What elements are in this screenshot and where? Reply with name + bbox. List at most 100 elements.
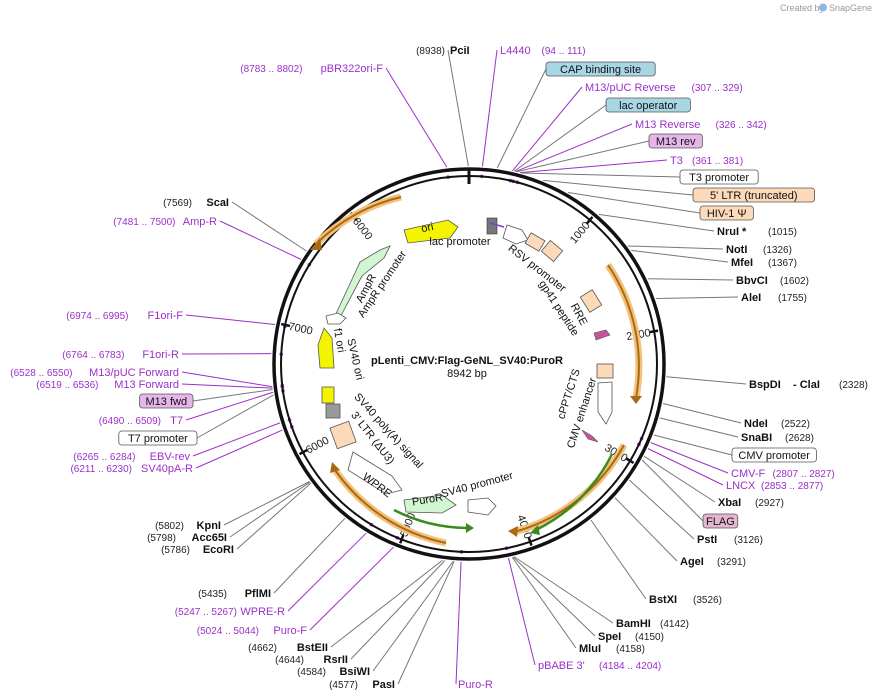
leader-line [653,434,733,456]
site-puro-f[interactable]: Puro-F(5024 .. 5044) [197,625,308,637]
site-cmv-f[interactable]: CMV-F(2807 .. 2827) [731,468,835,480]
site-pbabe-3[interactable]: pBABE 3'(4184 .. 4204) [538,660,661,672]
site-t3[interactable]: T3(361 .. 381) [670,155,743,167]
site-bstxi[interactable]: BstXI(3526) [649,594,722,606]
site-pbr322ori-f[interactable]: pBR322ori-F(8783 .. 8802) [240,63,383,75]
feature-box [679,169,759,185]
leader-line [219,220,302,260]
feature-box-label: CAP binding site [560,64,641,76]
site-name: Acc65I [192,532,227,544]
sv40-promoter-arrow [467,497,497,516]
site-sv40pa-r[interactable]: SV40pA-R(6211 .. 6230) [70,463,193,475]
leader-line [496,68,547,169]
site-f1ori-f[interactable]: F1ori-F(6974 .. 6995) [66,310,183,322]
site-t3-promoter[interactable]: T3 promoter [679,169,759,185]
site-m13-fwd[interactable]: M13 fwd [139,393,194,409]
site-alei[interactable]: AleI(1755) [741,292,807,304]
site-name: T3 [670,155,683,167]
site-kpni[interactable]: KpnI(5802) [155,520,221,532]
site-f1ori-r[interactable]: F1ori-R(6764 .. 6783) [62,349,179,361]
site-amp-r[interactable]: Amp-R(7481 .. 7500) [113,216,217,228]
site-bsteii[interactable]: BstEII(4662) [248,642,328,654]
leader-line [481,49,498,167]
ruler-tick [280,322,291,328]
leader-line [598,213,715,232]
site-position: (6519 .. 6536) [36,380,98,391]
ltr3-box [329,420,357,450]
site-lac-operator[interactable]: lac operator [605,97,691,113]
ruler-tick [399,534,405,544]
leader-line [192,389,273,402]
site-psti[interactable]: PstI(3126) [697,534,763,546]
site-name: M13/pUC Forward [89,367,179,379]
site-name: M13/pUC Reverse [585,82,675,94]
leader-line [659,417,739,438]
site-name: NruI * [717,226,747,238]
site-name: Amp-R [183,216,217,228]
site-position: (5802) [155,521,184,532]
site-wpre-r[interactable]: WPRE-R(5247 .. 5267) [175,606,285,618]
site-cmv-promoter[interactable]: CMV promoter [731,447,817,463]
site-ndei[interactable]: NdeI(2522) [744,418,810,430]
leader-line [273,517,346,594]
site-mlui[interactable]: MluI(4158) [579,643,645,655]
site-xbai[interactable]: XbaI(2927) [718,497,784,509]
site-t7-promoter[interactable]: T7 promoter [118,430,198,446]
leader-line [666,376,747,385]
feature-label-sv40-ori: SV40 ori [344,337,365,381]
site-5-ltr-truncated[interactable]: 5' LTR (truncated) [692,187,815,203]
site-rsrii[interactable]: RsrII(4644) [275,654,348,666]
site-pflmi[interactable]: PflMI(5435) [198,588,271,600]
site-name: AleI [741,292,761,304]
leader-lines [181,49,747,685]
site-puro-r[interactable]: Puro-R(4528 .. 4547) [458,679,566,691]
site-t7[interactable]: T7(6490 .. 6509) [99,415,183,427]
leader-line [662,402,742,424]
backbone-outer-strand [272,167,666,561]
site-hiv-1[interactable]: HIV-1 Ψ [699,205,754,221]
site-name: BamHI [616,618,651,630]
site-lncx[interactable]: LNCX(2853 .. 2877) [726,480,823,492]
site-m13-forward[interactable]: M13 Forward(6519 .. 6536) [36,379,179,391]
lac-promoter-arrow [502,224,529,245]
leader-line [231,201,307,252]
site-m13-reverse[interactable]: M13 Reverse(326 .. 342) [635,119,767,131]
leader-line [455,561,462,685]
site-acc65i[interactable]: Acc65I(5798) [147,532,227,544]
site-name: F1ori-F [148,310,184,322]
site-flag[interactable]: FLAG [702,513,739,529]
site-m13-rev[interactable]: M13 rev [648,133,703,149]
site-bsiwi[interactable]: BsiWI(4584) [297,666,370,678]
site-nrui[interactable]: NruI * (1015) [717,226,797,238]
site-l4440[interactable]: L4440(94 .. 111) [500,45,586,57]
site-mfei[interactable]: MfeI(1367) [731,257,797,269]
site-position: (1015) [768,227,797,238]
site-scai[interactable]: ScaI(7569) [163,197,229,209]
site-snabi[interactable]: SnaBI(2628) [741,432,814,444]
feature-box [699,205,754,221]
site-name: T7 [170,415,183,427]
site-pasi[interactable]: PasI(4577) [329,679,395,691]
green-arc-puro-arrow-icon [466,523,474,533]
site-bamhi[interactable]: BamHI(4142) [616,618,689,630]
site-ecori[interactable]: EcoRI(5786) [161,544,234,556]
site-noti[interactable]: NotI(1326) [726,244,792,256]
leader-line [511,556,577,649]
site-agei[interactable]: AgeI(3291) [680,556,746,568]
site-m13-puc-forward[interactable]: M13/pUC Forward(6528 .. 6550) [10,367,179,379]
site-bbvci[interactable]: BbvCI(1602) [736,275,809,287]
feature-box [118,430,198,446]
site-position: (2853 .. 2877) [761,481,823,492]
site-ebv-rev[interactable]: EBV-rev(6265 .. 6284) [73,451,190,463]
leader-line [614,497,678,562]
site-spei[interactable]: SpeI(4150) [598,631,664,643]
site-bspdi[interactable]: BspDI- ClaI(2328) [749,379,868,391]
site-name: EcoRI [203,544,234,556]
site-pcii[interactable]: (8938)PciI [416,45,469,57]
leader-line [385,67,448,168]
site-cap-binding-site[interactable]: CAP binding site [545,61,656,77]
backbone [272,167,666,561]
site-name: BstEII [297,642,328,654]
site-m13-puc-reverse[interactable]: M13/pUC Reverse(307 .. 329) [585,82,743,94]
leader-line [512,86,583,172]
